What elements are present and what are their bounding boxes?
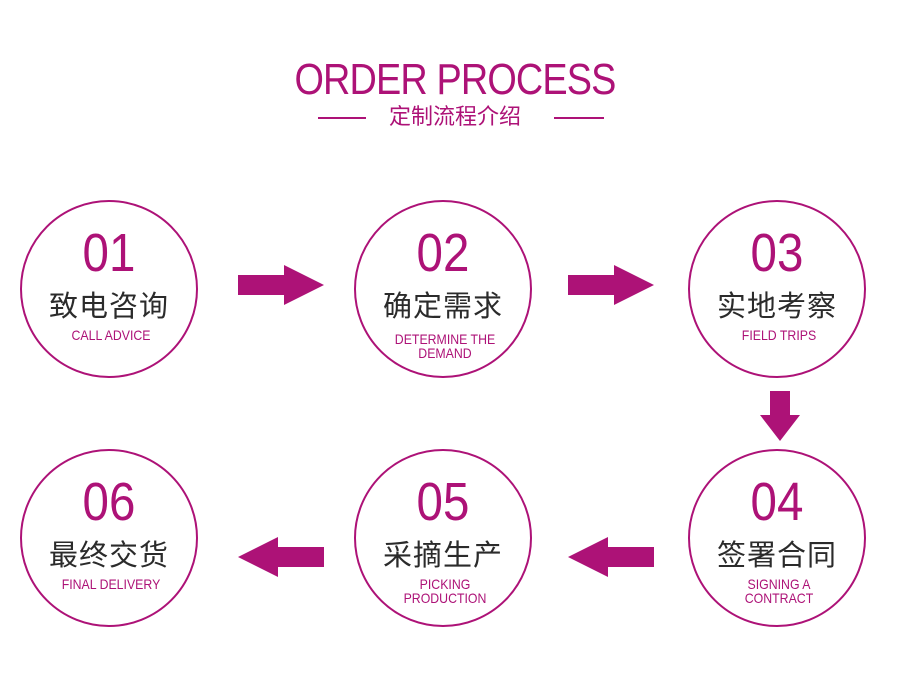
step-number: 02 (416, 223, 470, 283)
step-title: 实地考察 (716, 289, 837, 323)
arrow-down-icon (760, 391, 800, 441)
arrow-left-icon (238, 537, 324, 577)
step-subtitle: SIGNING A CONTRACT (744, 576, 814, 606)
step-title: 确定需求 (382, 289, 503, 323)
step-title: 签署合同 (716, 538, 837, 572)
arrow-right-icon-svg (238, 265, 324, 305)
subtitle-row: 定制流程介绍 (0, 103, 910, 133)
step-title: 最终交货 (48, 538, 169, 572)
step-number: 01 (82, 223, 136, 283)
step-number: 05 (416, 472, 470, 532)
subtitle-rule-right (554, 117, 604, 119)
page-subtitle: 定制流程介绍 (388, 105, 521, 130)
step-number: 06 (82, 472, 136, 532)
arrow-down-icon-svg (760, 391, 800, 441)
arrow-left-icon-svg (568, 537, 654, 577)
step-title: 采摘生产 (382, 538, 503, 572)
step-02: 02 确定需求 DETERMINE THE DEMAND (354, 200, 532, 378)
step-subtitle: CALL ADVICE (71, 327, 151, 343)
arrow-right-icon (568, 265, 654, 305)
step-subtitle: FINAL DELIVERY (61, 576, 161, 592)
step-04: 04 签署合同 SIGNING A CONTRACT (688, 449, 866, 627)
step-subtitle: FIELD TRIPS (741, 327, 817, 343)
step-number: 04 (750, 472, 804, 532)
arrow-right-icon-svg (568, 265, 654, 305)
step-number: 03 (750, 223, 804, 283)
step-title: 致电咨询 (48, 289, 169, 323)
arrow-left-icon-svg (238, 537, 324, 577)
step-05: 05 采摘生产 PICKING PRODUCTION (354, 449, 532, 627)
step-06: 06 最终交货 FINAL DELIVERY (20, 449, 198, 627)
arrow-left-icon (568, 537, 654, 577)
subtitle-rule-left (318, 117, 366, 119)
step-01: 01 致电咨询 CALL ADVICE (20, 200, 198, 378)
page-title: ORDER PROCESS (294, 55, 616, 104)
step-subtitle: DETERMINE THE DEMAND (394, 331, 496, 361)
step-subtitle: PICKING PRODUCTION (403, 576, 487, 606)
step-03: 03 实地考察 FIELD TRIPS (688, 200, 866, 378)
arrow-right-icon (238, 265, 324, 305)
